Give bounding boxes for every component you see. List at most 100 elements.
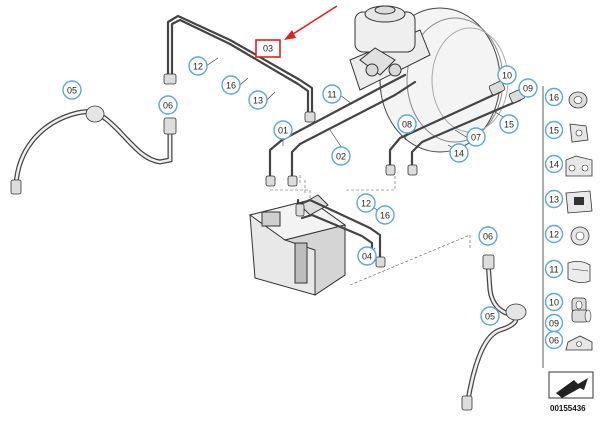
callout-label: 05 — [67, 86, 77, 96]
legend-item-12[interactable]: 12 — [544, 224, 590, 246]
legend-item-14[interactable]: 14 — [544, 154, 593, 177]
callout-circle — [478, 226, 498, 246]
legend-callout-circle — [544, 87, 564, 107]
callout-label: 14 — [454, 149, 464, 159]
callout-circle — [357, 246, 377, 266]
callout-14[interactable]: 14 — [449, 143, 469, 163]
legend-callout-label: 15 — [549, 126, 559, 136]
callout-circle — [466, 127, 486, 147]
spring-clip-icon — [567, 261, 591, 283]
callout-05[interactable]: 05 — [480, 306, 500, 326]
callout-circle — [397, 114, 417, 134]
callout-circle — [188, 56, 208, 76]
callout-label: 07 — [471, 133, 481, 143]
legend-callout-circle — [544, 154, 564, 174]
callout-label: 15 — [504, 120, 514, 130]
callout-04[interactable]: 04 — [357, 246, 377, 266]
legend-callout-label: 10 — [549, 298, 559, 308]
callout-03-highlighted[interactable]: 03 — [255, 39, 281, 58]
nut-icon — [571, 297, 587, 313]
callout-01[interactable]: 01 — [273, 120, 293, 140]
callouts-layer: 12 16 13 11 05 06 01 02 08 07 14 15 10 09 12 16 04 06 05 — [62, 56, 538, 326]
callout-16[interactable]: 16 — [375, 205, 395, 225]
callout-circle — [480, 306, 500, 326]
callout-label: 12 — [361, 199, 371, 209]
callout-circle — [356, 193, 376, 213]
callout-07[interactable]: 07 — [466, 127, 486, 147]
flex-hose-right — [461, 254, 527, 411]
callout-11[interactable]: 11 — [322, 84, 342, 104]
legend-callout-label: 11 — [549, 265, 558, 275]
callout-label: 16 — [226, 81, 236, 91]
legend-item-06[interactable]: 06 — [544, 330, 593, 351]
callout-circle — [158, 95, 178, 115]
callout-label: 16 — [380, 211, 390, 221]
highlight-arrow — [284, 5, 338, 40]
callout-label: 04 — [362, 252, 372, 262]
legend-callout-label: 13 — [549, 195, 559, 205]
fitting-09-glyph — [571, 309, 592, 323]
legend-callout-label: 09 — [549, 319, 559, 329]
grommet-icon — [568, 91, 588, 109]
callout-06[interactable]: 06 — [478, 226, 498, 246]
callout-label: 08 — [402, 120, 412, 130]
callout-12[interactable]: 12 — [356, 193, 376, 213]
legend-callout-circle — [544, 189, 564, 209]
callout-circle — [449, 143, 469, 163]
legend-item-15[interactable]: 15 — [544, 120, 589, 143]
callout-02[interactable]: 02 — [331, 146, 351, 166]
callout-label: 12 — [193, 62, 203, 72]
callout-10[interactable]: 10 — [497, 65, 517, 85]
callout-circle — [499, 114, 519, 134]
holder-icon — [565, 335, 593, 351]
callout-label: 05 — [485, 312, 495, 322]
reference-box: 00155436 — [548, 371, 594, 413]
callout-label: 09 — [523, 84, 533, 94]
callout-06[interactable]: 06 — [158, 95, 178, 115]
callout-label: 01 — [278, 126, 288, 136]
callout-label: 06 — [483, 232, 493, 242]
callout-circle — [497, 65, 517, 85]
legend-callout-label: 12 — [549, 230, 559, 240]
callout-label: 02 — [336, 152, 346, 162]
leader-lines — [270, 175, 471, 286]
callout-12[interactable]: 12 — [188, 56, 208, 76]
legend-callout-circle — [544, 330, 564, 350]
callout-circle — [375, 205, 395, 225]
legend-callout-label: 16 — [549, 93, 559, 103]
bracket-clip-icon — [565, 190, 593, 214]
callout-circle — [331, 146, 351, 166]
legend-item-13[interactable]: 13 — [544, 189, 593, 214]
legend-callout-circle — [544, 224, 564, 244]
callout-circle — [221, 75, 241, 95]
callout-16[interactable]: 16 — [221, 75, 241, 95]
legend-item-10[interactable]: 10 — [544, 292, 587, 313]
brake-booster — [349, 5, 509, 153]
callout-09[interactable]: 09 — [518, 78, 538, 98]
legend-callout-circle — [544, 292, 564, 312]
legend-callout-circle — [544, 120, 564, 140]
callout-circle — [62, 80, 82, 100]
flex-hose-left — [10, 105, 177, 195]
callout-15[interactable]: 15 — [499, 114, 519, 134]
callout-circle — [248, 90, 268, 110]
legend-item-16[interactable]: 16 — [544, 87, 588, 109]
legend-callout-label: 14 — [549, 160, 559, 170]
legend-callout-label: 06 — [549, 336, 559, 346]
callout-label: 06 — [163, 101, 173, 111]
legend-layer: 16 15 14 13 12 11 10 09 06 — [544, 87, 593, 351]
callout-label: 13 — [253, 96, 263, 106]
callout-label: 10 — [502, 71, 512, 81]
callout-05[interactable]: 05 — [62, 80, 82, 100]
callout-13[interactable]: 13 — [248, 90, 268, 110]
callout-label: 11 — [327, 90, 336, 100]
callout-circle — [322, 84, 342, 104]
legend-callout-circle — [544, 259, 564, 279]
callout-08[interactable]: 08 — [397, 114, 417, 134]
legend-item-11[interactable]: 11 — [544, 259, 591, 283]
callout-03-label: 03 — [263, 44, 273, 54]
abs-unit — [248, 194, 347, 296]
reference-number: 00155436 — [550, 404, 586, 413]
legend-item-09[interactable]: 09 — [544, 313, 564, 333]
